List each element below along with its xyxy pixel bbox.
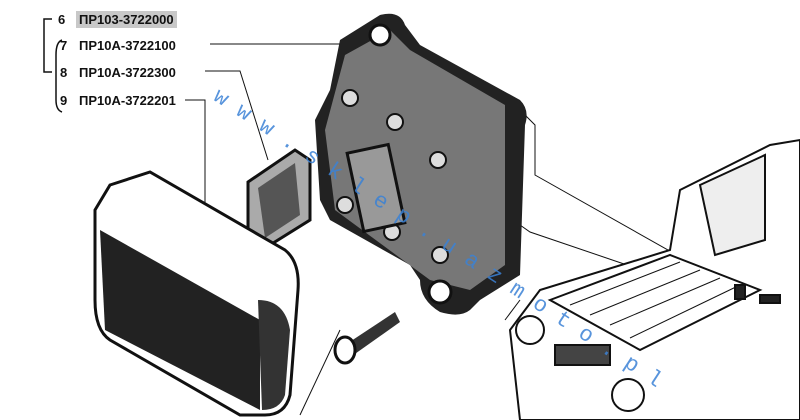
vehicle-uaz <box>508 138 800 420</box>
part-number: 8 <box>60 65 68 80</box>
part-number: 6 <box>58 12 66 27</box>
label-brackets <box>43 18 63 113</box>
part-number: 7 <box>60 38 68 53</box>
relay-cover <box>93 170 300 417</box>
relay-block <box>315 13 527 315</box>
part-code[interactable]: ПР10А-3722201 <box>79 93 176 108</box>
screw <box>333 312 400 365</box>
part-number: 9 <box>60 93 68 108</box>
fuse-card <box>246 148 312 252</box>
part-code-highlighted[interactable]: ПР103-3722000 <box>76 11 177 28</box>
part-code[interactable]: ПР10А-3722100 <box>79 38 176 53</box>
part-code[interactable]: ПР10А-3722300 <box>79 65 176 80</box>
